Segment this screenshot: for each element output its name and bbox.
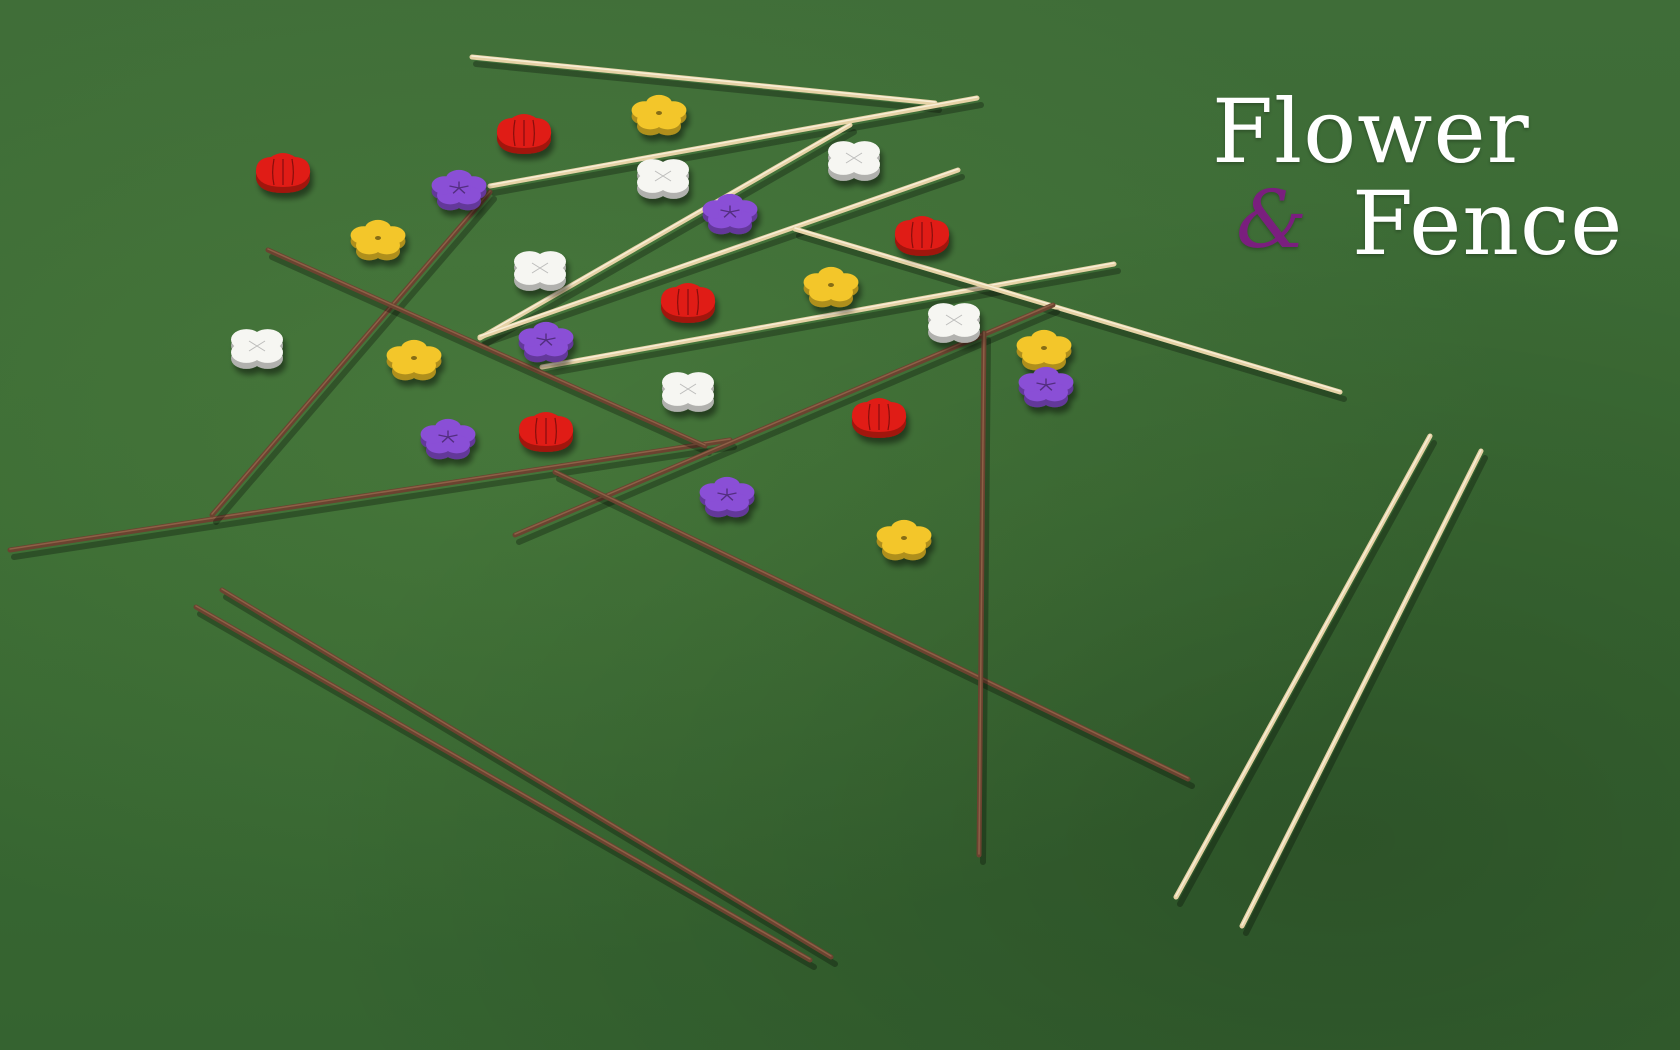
flower-token-white-clover[interactable] (828, 141, 880, 181)
fence-stick-light[interactable] (469, 54, 942, 113)
title-ampersand: & (1236, 173, 1309, 266)
title-fence: Fence (1352, 172, 1624, 275)
fence-stick-dark[interactable] (7, 437, 737, 560)
flower-token-white-clover[interactable] (637, 159, 689, 199)
flower-token-red-tulip[interactable] (660, 283, 716, 323)
fence-stick-light[interactable] (539, 261, 1121, 377)
flower-token-purple-flower[interactable] (431, 169, 487, 211)
fence-stick-dark[interactable] (976, 330, 991, 865)
title-flower: Flower (1212, 80, 1530, 183)
fence-stick-dark[interactable] (552, 469, 1195, 789)
flower-token-white-clover[interactable] (514, 251, 566, 291)
flower-token-white-clover[interactable] (662, 372, 714, 412)
flower-token-purple-flower[interactable] (699, 476, 755, 518)
fence-stick-dark[interactable] (209, 189, 497, 525)
fence-stick-dark[interactable] (512, 302, 1060, 545)
flower-token-purple-flower[interactable] (518, 321, 574, 363)
flower-token-red-tulip[interactable] (894, 216, 950, 256)
flower-token-red-tulip[interactable] (255, 153, 311, 193)
fence-stick-light[interactable] (792, 226, 1347, 402)
flower-token-red-tulip[interactable] (518, 412, 574, 452)
fence-stick-light[interactable] (477, 167, 965, 347)
flower-token-red-tulip[interactable] (851, 398, 907, 438)
flower-token-white-clover[interactable] (928, 303, 980, 343)
flower-token-yellow-flower[interactable] (386, 339, 442, 381)
flower-token-yellow-flower[interactable] (350, 219, 406, 261)
fence-stick-light[interactable] (487, 95, 984, 196)
flower-token-red-tulip[interactable] (496, 114, 552, 154)
fence-stick-light[interactable] (1173, 433, 1437, 907)
fence-stick-dark[interactable] (265, 247, 712, 456)
flower-token-purple-flower[interactable] (702, 193, 758, 235)
flower-token-white-clover[interactable] (231, 329, 283, 369)
flower-token-yellow-flower[interactable] (1016, 329, 1072, 371)
flower-token-yellow-flower[interactable] (876, 519, 932, 561)
fence-stick-dark[interactable] (193, 604, 817, 970)
fence-stick-light[interactable] (1239, 448, 1488, 936)
fence-stick-light[interactable] (477, 122, 857, 348)
flower-token-yellow-flower[interactable] (803, 266, 859, 308)
flower-token-yellow-flower[interactable] (631, 94, 687, 136)
flower-token-purple-flower[interactable] (420, 418, 476, 460)
flower-token-purple-flower[interactable] (1018, 366, 1074, 408)
fence-stick-dark[interactable] (219, 587, 838, 967)
flowers-layer (231, 94, 1074, 561)
